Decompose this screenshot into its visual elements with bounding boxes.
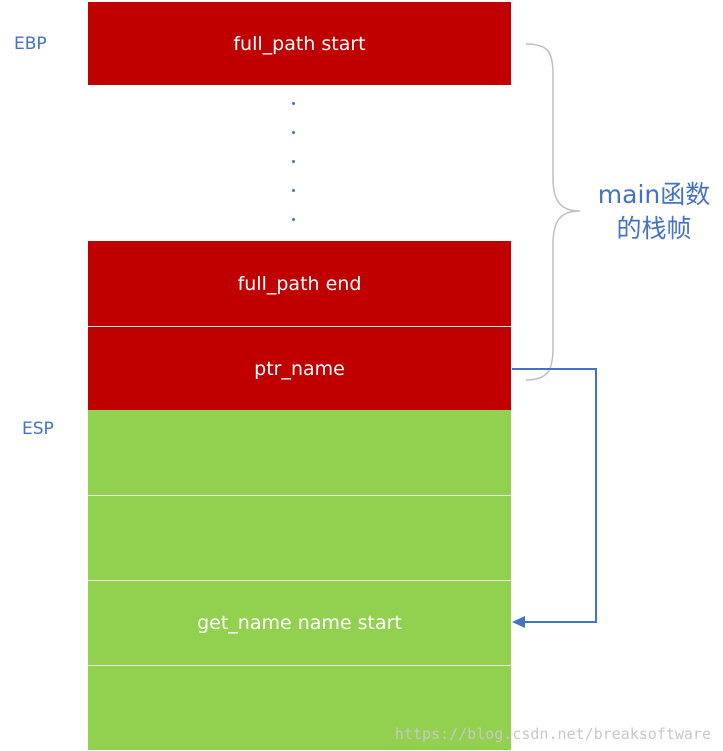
stack-cell-full-path-end: full_path end xyxy=(88,241,511,326)
ellipsis-dot xyxy=(292,131,295,134)
stack-cell-label: full_path end xyxy=(237,272,362,295)
stack-cell-empty xyxy=(88,410,511,495)
stack-cell-ptr-name: ptr_name xyxy=(88,326,511,410)
watermark: https://blog.csdn.net/breaksoftware xyxy=(394,725,711,743)
main-frame-annotation: main函数 的栈帧 xyxy=(596,178,712,246)
ellipsis-dot xyxy=(292,189,295,192)
ellipsis-dot xyxy=(292,218,295,221)
stack-cell-label: full_path start xyxy=(233,32,366,55)
stack-cell-label: ptr_name xyxy=(254,357,345,380)
stack-cell-full-path-start: full_path start xyxy=(88,2,511,85)
ebp-label: EBP xyxy=(14,34,47,54)
stack-cell-get-name-start: get_name name start xyxy=(88,580,511,665)
pointer-arrowhead xyxy=(512,616,525,628)
annotation-line-1: main函数 xyxy=(597,180,711,209)
ellipsis-dot xyxy=(292,102,295,105)
stack-cell-empty xyxy=(88,665,511,750)
stack-frame-brace xyxy=(525,43,581,381)
pointer-arrow-line xyxy=(512,368,597,623)
esp-label: ESP xyxy=(22,419,54,439)
stack-cell-label: get_name name start xyxy=(197,612,402,634)
ellipsis-dot xyxy=(292,160,295,163)
annotation-line-2: 的栈帧 xyxy=(616,214,692,243)
stack-cell-empty xyxy=(88,495,511,580)
